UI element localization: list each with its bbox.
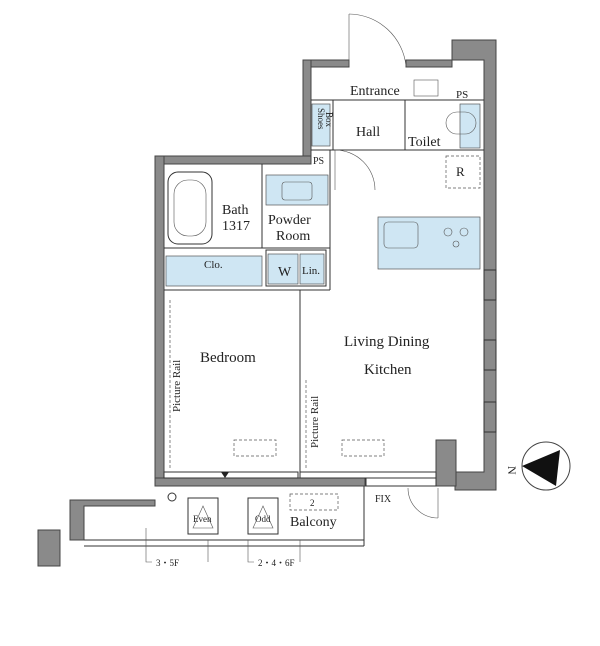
kitchen-label: Kitchen [364,362,412,378]
ps-mid-label: PS [313,156,324,167]
fixtures [167,79,481,470]
box-label: Box [324,112,334,128]
interior-walls [163,13,497,519]
bath-size-label: 1317 [222,219,250,234]
picture-rail-left-label: Picture Rail [171,360,183,412]
bedroom-label: Bedroom [200,350,256,366]
compass-n-label: N [505,466,519,475]
entrance-label: Entrance [350,84,400,99]
shoes-label: Shoes [316,108,326,130]
bath-label: Bath [222,203,248,218]
picture-rail-right-label: Picture Rail [309,396,321,448]
toilet-label: Toilet [408,135,441,150]
powder-label: Powder [268,213,311,228]
room-label: Room [276,229,310,244]
balcony-mark-label: 2 [310,498,315,508]
floors-even-label: 3・5F [156,558,179,568]
lin-label: Lin. [302,265,320,277]
compass-icon [521,441,571,491]
hall-label: Hall [356,125,380,140]
r-label: R [456,164,465,179]
clo-label: Clo. [204,259,223,271]
ldk-label: Living Dining [344,334,430,350]
balcony [84,486,365,563]
floors-odd-label: 2・4・6F [258,558,295,568]
w-label: W [278,265,292,280]
outer-walls [37,39,497,567]
fix-label: FIX [375,494,392,505]
balcony-label: Balcony [290,515,337,530]
ps-top-label: PS [456,89,468,101]
even-label: Even [193,514,212,524]
room-labels: Entrance Hall Toilet PS PS R Shoes Box B… [156,84,519,568]
odd-label: Odd [255,514,271,524]
